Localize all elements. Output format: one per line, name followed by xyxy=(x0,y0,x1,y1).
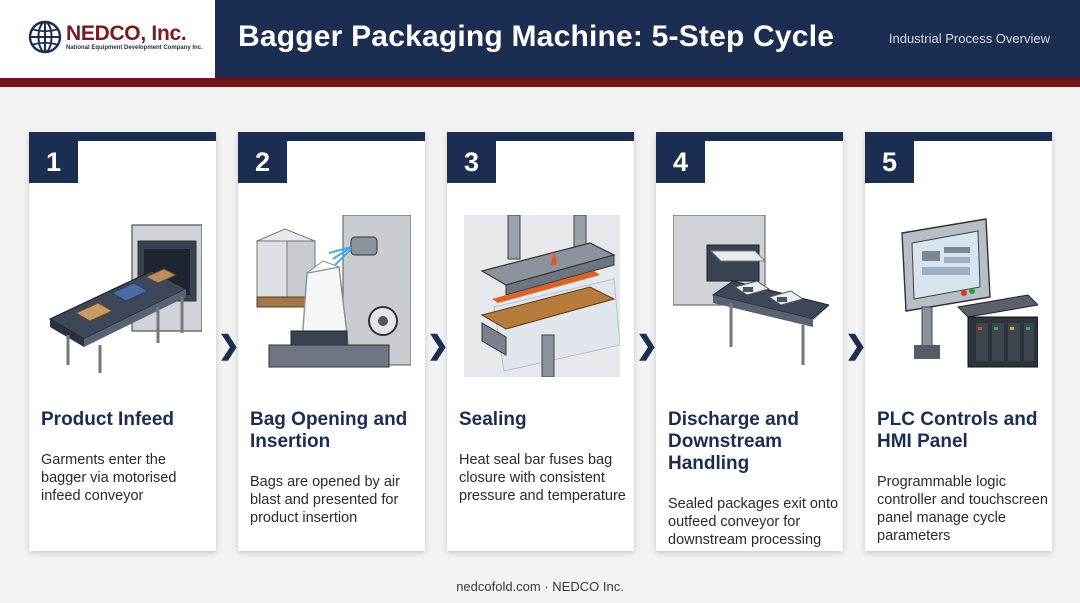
plc-hmi-illustration xyxy=(882,215,1038,377)
step-number: 4 xyxy=(656,141,705,183)
step-description: Heat seal bar fuses bag closure with con… xyxy=(459,452,626,504)
page-subtitle: Industrial Process Overview xyxy=(888,31,1050,46)
outfeed-conveyor-illustration xyxy=(673,215,829,377)
step-card-4: 4 Discharge and Downstream Handling Seal… xyxy=(656,132,843,551)
infeed-conveyor-illustration xyxy=(46,215,202,377)
step-number: 3 xyxy=(447,141,496,183)
heat-seal-illustration xyxy=(464,215,620,377)
chevron-right-icon: ❯ xyxy=(845,330,867,360)
logo[interactable]: NEDCO, Inc. National Equipment Developme… xyxy=(0,0,215,78)
step-title: Discharge and Downstream Handling xyxy=(668,409,799,474)
step-number: 2 xyxy=(238,141,287,183)
globe-icon xyxy=(28,20,62,54)
page-title: Bagger Packaging Machine: 5-Step Cycle xyxy=(238,20,835,53)
step-description: Sealed packages exit onto outfeed convey… xyxy=(668,496,839,548)
step-number: 5 xyxy=(865,141,914,183)
chevron-right-icon: ❯ xyxy=(636,330,658,360)
step-description: Garments enter the bagger via motorised … xyxy=(41,452,177,504)
footer-text: nedcofold.com · NEDCO Inc. xyxy=(456,579,624,594)
step-description: Programmable logic controller and touchs… xyxy=(877,474,1048,544)
logo-subtitle: National Equipment Development Company I… xyxy=(66,45,203,51)
step-title: Product Infeed xyxy=(41,409,175,430)
step-title: PLC Controls and HMI Panel xyxy=(877,409,1038,452)
bag-opening-illustration xyxy=(255,215,411,377)
step-card-1: 1 Product Infeed Garments enter the bagg… xyxy=(29,132,216,551)
step-title: Bag Opening and Insertion xyxy=(250,409,408,452)
step-card-2: 2 Bag Opening and Insertion Bags are ope… xyxy=(238,132,425,551)
chevron-right-icon: ❯ xyxy=(218,330,240,360)
step-card-3: 3 Sealing Heat seal bar fuses bag closur… xyxy=(447,132,634,551)
logo-name: NEDCO, Inc. xyxy=(66,22,187,45)
header-accent-stripe xyxy=(0,78,1080,87)
step-description: Bags are opened by air blast and present… xyxy=(250,474,400,526)
step-number: 1 xyxy=(29,141,78,183)
step-card-5: 5 PLC Controls and HMI Panel Programmabl… xyxy=(865,132,1052,551)
chevron-right-icon: ❯ xyxy=(427,330,449,360)
step-title: Sealing xyxy=(459,409,527,430)
